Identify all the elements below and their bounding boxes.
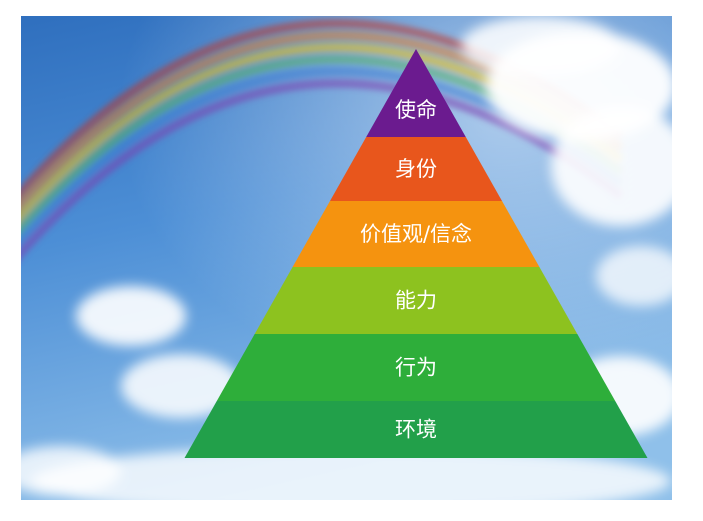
clouds: [21, 16, 672, 500]
pyramid-tier-5: [216, 334, 616, 401]
pyramid-tier-6: [184, 401, 648, 458]
pyramid-tier-4: [254, 267, 578, 334]
pyramid-tier-label-4: 能力: [395, 289, 437, 313]
pyramid-tier-3: [292, 201, 540, 267]
pyramid-tier-label-2: 身份: [395, 157, 437, 181]
pyramid-tier-label-6: 环境: [395, 418, 437, 442]
pyramid-tier-2: [330, 137, 502, 201]
pyramid-tier-label-5: 行为: [395, 356, 437, 380]
pyramid-tier-1: [366, 49, 466, 137]
diagram-canvas: 使命身份价值观/信念能力行为环境: [21, 16, 672, 500]
pyramid-tier-label-3: 价值观/信念: [360, 222, 472, 246]
pyramid-tier-label-1: 使命: [395, 98, 437, 122]
